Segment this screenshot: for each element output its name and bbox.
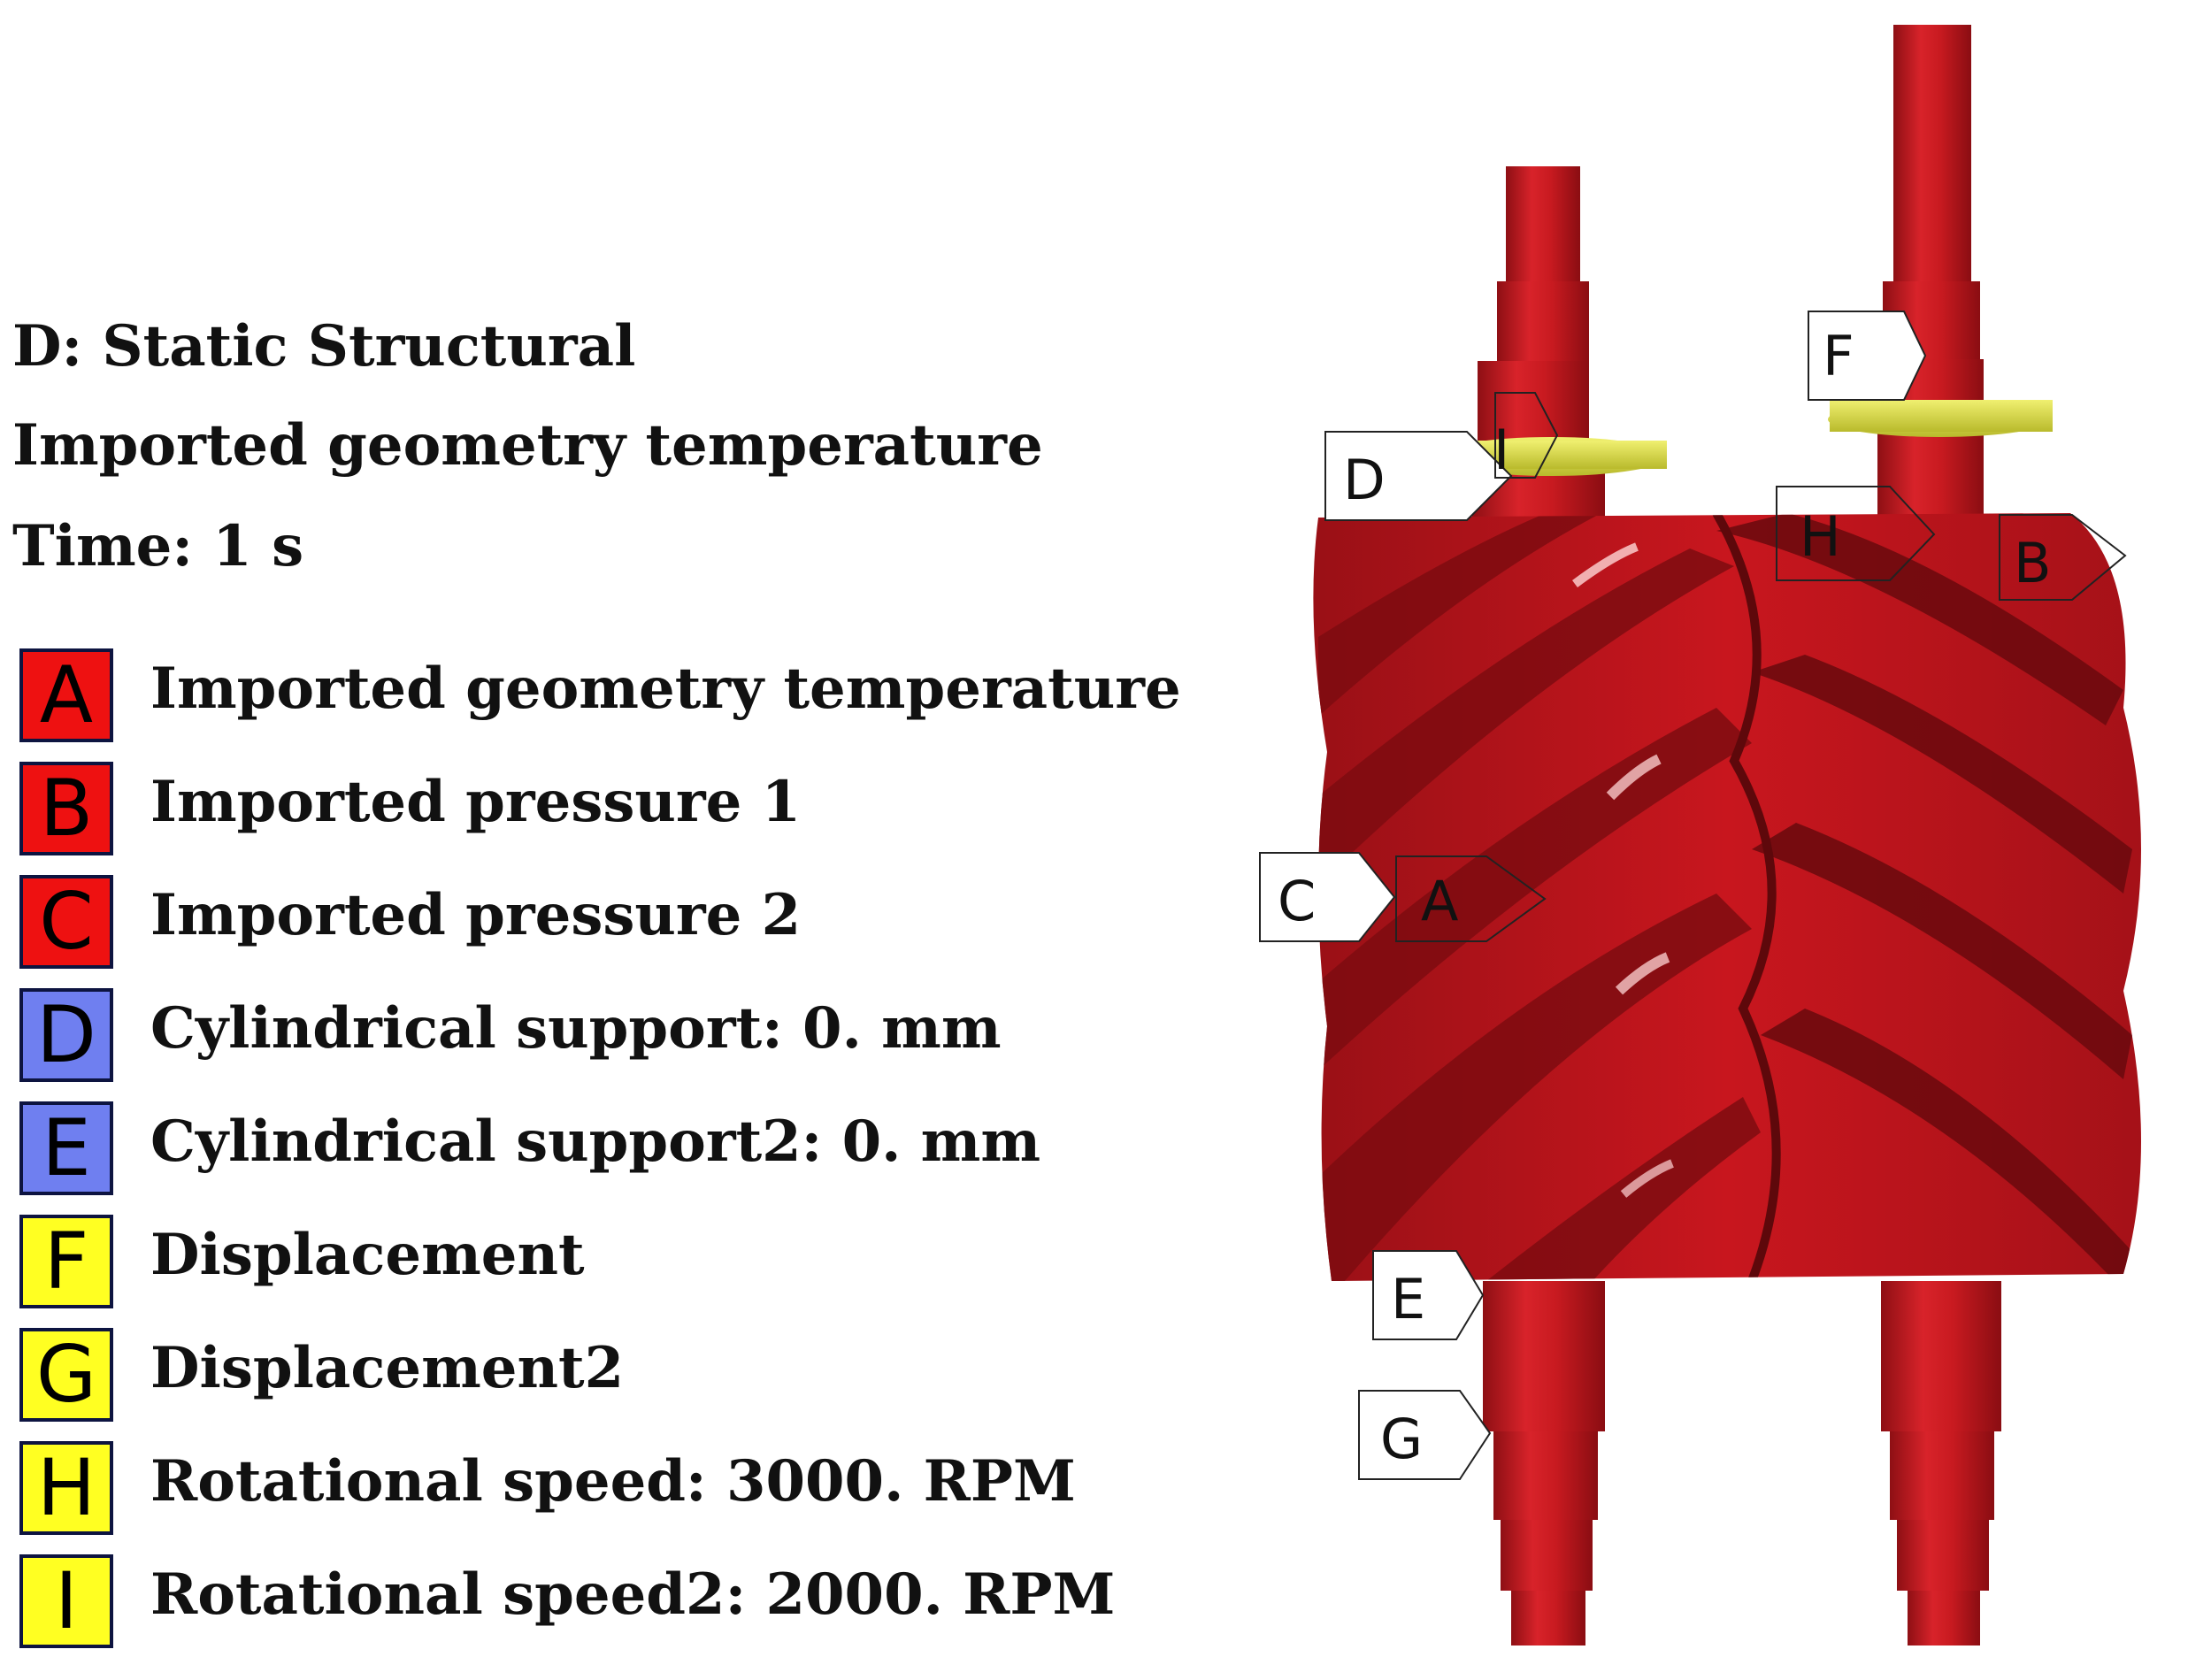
- legend-label: Rotational speed2: 2000. RPM: [150, 1561, 1116, 1628]
- legend-label: Imported pressure 1: [150, 769, 802, 835]
- legend-label: Rotational speed: 3000. RPM: [150, 1448, 1076, 1515]
- callout-tag-d: D: [1324, 431, 1513, 521]
- legend-item: E Cylindrical support2: 0. mm: [19, 1101, 1125, 1201]
- legend-swatch: F: [19, 1215, 113, 1308]
- legend-label: Imported geometry temperature: [150, 656, 1181, 722]
- legend-label: Imported pressure 2: [150, 882, 802, 948]
- callout-tag-g: G: [1358, 1390, 1492, 1480]
- legend-item: D Cylindrical support: 0. mm: [19, 988, 1125, 1087]
- svg-text:E: E: [1391, 1267, 1425, 1331]
- legend-swatch: I: [19, 1554, 113, 1648]
- legend-swatch: A: [19, 648, 113, 742]
- analysis-title: D: Static Structural: [12, 313, 636, 380]
- right-upper-shaft: [1877, 25, 1984, 518]
- legend-label: Cylindrical support2: 0. mm: [150, 1108, 1041, 1175]
- callout-tag-h: H: [1776, 486, 1936, 581]
- svg-text:H: H: [1800, 504, 1841, 569]
- legend-label: Displacement: [150, 1222, 585, 1288]
- legend-swatch: H: [19, 1441, 113, 1535]
- legend-item: B Imported pressure 1: [19, 762, 1125, 861]
- callout-tag-i: I: [1493, 392, 1559, 482]
- legend-item: F Displacement: [19, 1215, 1125, 1314]
- bearing-ring-right: [1828, 400, 2053, 437]
- svg-text:D: D: [1343, 448, 1386, 512]
- legend-item: C Imported pressure 2: [19, 875, 1125, 974]
- left-lower-shaft: [1483, 1281, 1605, 1645]
- legend-label: Displacement2: [150, 1335, 625, 1401]
- callout-tag-b: B: [1999, 514, 2127, 601]
- svg-text:G: G: [1380, 1407, 1423, 1471]
- legend-swatch: C: [19, 875, 113, 969]
- result-title: Imported geometry temperature: [12, 412, 1043, 479]
- legend-label: Cylindrical support: 0. mm: [150, 995, 1002, 1062]
- legend-swatch: D: [19, 988, 113, 1082]
- legend-item: A Imported geometry temperature: [19, 648, 1181, 748]
- callout-tag-e: E: [1372, 1250, 1485, 1340]
- callout-tag-f: F: [1808, 311, 1927, 401]
- legend-item: I Rotational speed2: 2000. RPM: [19, 1554, 1125, 1653]
- rotor-body: [1313, 513, 2141, 1281]
- callout-tag-c: C: [1259, 852, 1396, 942]
- legend-swatch: E: [19, 1101, 113, 1195]
- right-lower-shaft: [1881, 1281, 2001, 1645]
- legend-swatch: G: [19, 1328, 113, 1422]
- svg-text:I: I: [1493, 418, 1509, 482]
- svg-text:F: F: [1823, 324, 1854, 388]
- svg-text:C: C: [1278, 869, 1316, 933]
- svg-text:A: A: [1421, 869, 1458, 933]
- legend-swatch: B: [19, 762, 113, 855]
- rotor-model: D I F H B C A E G: [1259, 25, 2141, 1645]
- svg-text:B: B: [2014, 531, 2052, 595]
- time-label: Time: 1 s: [12, 513, 304, 579]
- legend-item: G Displacement2: [19, 1328, 1125, 1427]
- callout-tag-a: A: [1395, 855, 1547, 942]
- legend-item: H Rotational speed: 3000. RPM: [19, 1441, 1125, 1540]
